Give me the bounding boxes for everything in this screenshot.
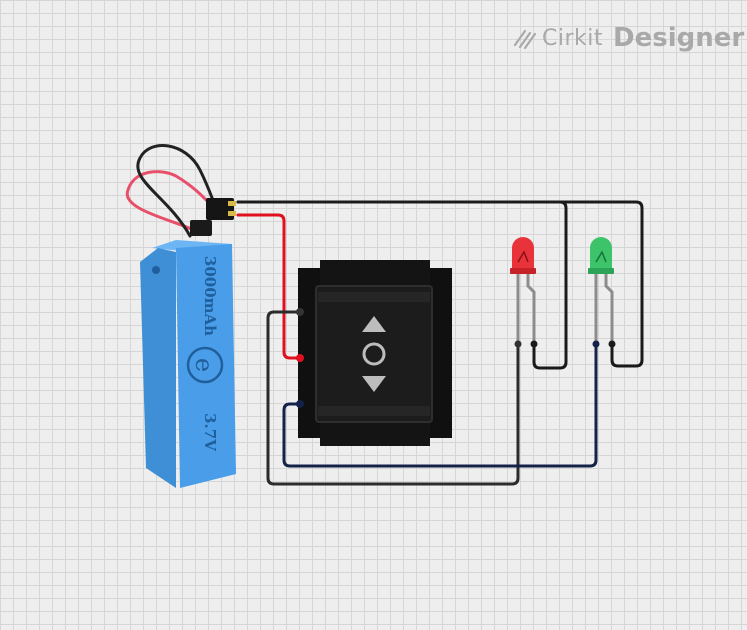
green-led-pin-2[interactable]: [608, 340, 616, 348]
switch-terminal-bottom[interactable]: [296, 400, 304, 408]
switch-to-green-led-wire[interactable]: [282, 342, 598, 468]
red-led-pin-2[interactable]: [530, 340, 538, 348]
switch-terminal-middle[interactable]: [296, 354, 304, 362]
battery-voltage-label: 3.7V: [201, 413, 219, 451]
red-led-rim: [510, 268, 536, 274]
circle-off-icon: [362, 342, 386, 366]
battery-side-face: [140, 248, 176, 488]
black-wire-to-green-led[interactable]: [236, 200, 644, 368]
battery-logo-icon: [186, 346, 224, 384]
red-led-pin-1[interactable]: [514, 340, 522, 348]
battery-front-face: [176, 244, 236, 488]
brand-name-cirkit: Cirkit: [542, 25, 603, 51]
arrow-down-icon: [362, 376, 386, 392]
wires: [125, 144, 644, 486]
arrow-up-icon: [362, 316, 386, 332]
switch-to-red-led-wire[interactable]: [266, 310, 520, 486]
cirkit-logo-icon: [513, 29, 537, 50]
green-led[interactable]: [588, 237, 616, 348]
red-led-anode-leg: [526, 272, 536, 344]
battery-logo-glyph: e: [190, 358, 218, 372]
brand-name-designer: Designer: [613, 23, 745, 53]
red-wire-to-switch[interactable]: [236, 213, 302, 360]
battery-connector: [190, 198, 236, 236]
green-led-pin-1[interactable]: [592, 340, 600, 348]
green-led-rim: [588, 268, 614, 274]
green-led-anode-leg: [604, 272, 614, 344]
battery-black-lead[interactable]: [136, 144, 218, 238]
green-led-die: [595, 250, 607, 263]
switch-rocker-top-bevel: [318, 292, 430, 302]
switch-rocker-bottom-bevel: [318, 406, 430, 416]
battery-3.7v[interactable]: e 3000mAh 3.7V: [140, 198, 236, 488]
red-led-die: [517, 250, 529, 263]
battery-mount-hole: [152, 266, 160, 274]
cirkit-designer-watermark: Cirkit Designer: [512, 20, 744, 56]
switch-terminal-top[interactable]: [296, 308, 304, 316]
switch-rocker: [315, 285, 433, 423]
battery-capacity-label: 3000mAh: [201, 256, 219, 336]
red-led[interactable]: [510, 237, 538, 348]
rocker-switch[interactable]: [296, 260, 452, 446]
